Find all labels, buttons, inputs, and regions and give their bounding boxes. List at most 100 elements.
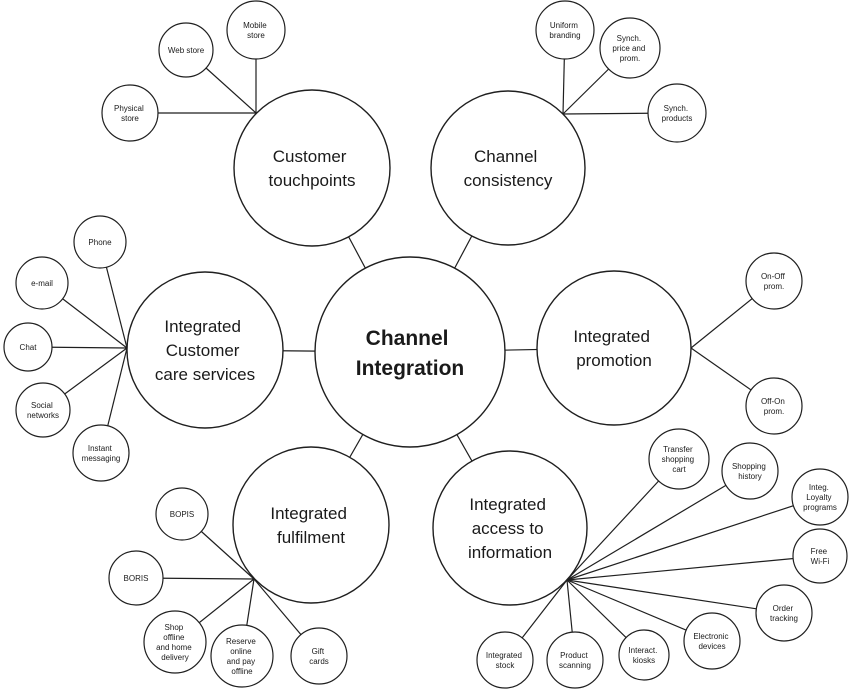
interact-kiosks-label: Interact. kiosks xyxy=(628,646,659,665)
chat-circle xyxy=(3,322,53,372)
node-shop-offline: Shop offline and home delivery xyxy=(143,610,207,674)
node-electronic-devices: Electronic devices xyxy=(683,612,741,670)
node-uniform-branding: Uniform branding xyxy=(535,0,595,60)
transfer-cart-label: Transfer shopping cart xyxy=(662,445,697,474)
leaf-nodes: Physical store Web store Mobile store Un… xyxy=(3,0,849,689)
off-on-prom-label: Off-On prom. xyxy=(761,397,787,416)
node-chat: Chat xyxy=(3,322,53,372)
node-integrated-access: Integrated access to information xyxy=(432,450,588,606)
channel-consistency-label: Channel consistency xyxy=(464,147,553,190)
integrated-stock-label: Integrated stock xyxy=(486,651,524,670)
node-gift-cards: Gift cards xyxy=(290,627,348,685)
shop-offline-circle xyxy=(143,610,207,674)
customer-touchpoints-label: Customer touchpoints xyxy=(269,147,356,190)
reserve-online-label: Reserve online and pay offline xyxy=(226,637,258,676)
node-order-tracking: Order tracking xyxy=(755,584,813,642)
on-off-prom-label: On-Off prom. xyxy=(761,272,787,291)
channel-consistency-circle xyxy=(430,90,586,246)
node-product-scanning: Product scanning xyxy=(546,631,604,689)
uniform-branding-circle xyxy=(535,0,595,60)
electronic-devices-label: Electronic devices xyxy=(693,632,730,651)
integrated-stock-circle xyxy=(476,631,534,689)
node-channel-integration: Channel Integration xyxy=(314,256,506,448)
bopis-label: BOPIS xyxy=(170,510,194,519)
interact-kiosks-circle xyxy=(618,629,670,681)
node-physical-store: Physical store xyxy=(101,84,159,142)
synch-products-circle xyxy=(647,83,707,143)
customer-touchpoints-circle xyxy=(233,89,391,247)
transfer-cart-circle xyxy=(648,428,710,490)
node-integrated-promotion: Integrated promotion xyxy=(536,270,692,426)
edge-integ-loyalty xyxy=(566,496,821,581)
chat-label: Chat xyxy=(20,343,38,352)
phone-circle xyxy=(73,215,127,269)
order-tracking-label: Order tracking xyxy=(770,604,798,623)
integ-loyalty-circle xyxy=(791,468,849,526)
edge-free-wifi xyxy=(566,555,821,581)
electronic-devices-circle xyxy=(683,612,741,670)
node-instant-messaging: Instant messaging xyxy=(72,424,130,482)
node-web-store: Web store xyxy=(158,22,214,78)
channel-integration-label: Channel Integration xyxy=(356,327,465,380)
gift-cards-label: Gift cards xyxy=(309,647,329,666)
product-scanning-label: Product scanning xyxy=(559,651,591,670)
satellite-nodes: Customer touchpoints Channel consistency… xyxy=(126,89,692,606)
node-off-on-prom: Off-On prom. xyxy=(745,377,803,435)
social-networks-label: Social networks xyxy=(27,401,59,420)
node-reserve-online: Reserve online and pay offline xyxy=(210,624,274,688)
integrated-access-label: Integrated access to information xyxy=(468,495,552,562)
mobile-store-circle xyxy=(226,0,286,60)
node-transfer-cart: Transfer shopping cart xyxy=(648,428,710,490)
edge-shopping-history xyxy=(566,470,751,581)
free-wifi-label: Free Wi-Fi xyxy=(811,547,830,566)
boris-label: BORIS xyxy=(124,574,149,583)
node-channel-consistency: Channel consistency xyxy=(430,90,586,246)
reserve-online-circle xyxy=(210,624,274,688)
node-integrated-fulfilment: Integrated fulfilment xyxy=(232,446,390,604)
on-off-prom-circle xyxy=(745,252,803,310)
node-integrated-customer-care: Integrated Customer care services xyxy=(126,271,284,429)
channel-integration-circle xyxy=(314,256,506,448)
bopis-circle xyxy=(155,487,209,541)
edge-order-tracking xyxy=(566,579,785,614)
shopping-history-circle xyxy=(721,442,779,500)
social-networks-circle xyxy=(15,382,71,438)
integrated-access-circle xyxy=(432,450,588,606)
node-shopping-history: Shopping history xyxy=(721,442,779,500)
email-circle xyxy=(15,256,69,310)
node-synch-price: Synch. price and prom. xyxy=(599,17,661,79)
node-social-networks: Social networks xyxy=(15,382,71,438)
node-synch-products: Synch. products xyxy=(647,83,707,143)
boris-circle xyxy=(108,550,164,606)
node-integrated-stock: Integrated stock xyxy=(476,631,534,689)
gift-cards-circle xyxy=(290,627,348,685)
integ-loyalty-label: Integ. Loyalty programs xyxy=(803,483,837,512)
integrated-customer-care-circle xyxy=(126,271,284,429)
synch-price-label: Synch. price and prom. xyxy=(612,34,647,63)
email-label: e-mail xyxy=(31,279,53,288)
synch-products-label: Synch. products xyxy=(662,104,693,123)
instant-messaging-label: Instant messaging xyxy=(82,444,121,463)
integrated-promotion-label: Integrated promotion xyxy=(573,327,654,370)
product-scanning-circle xyxy=(546,631,604,689)
off-on-prom-circle xyxy=(745,377,803,435)
integrated-fulfilment-circle xyxy=(232,446,390,604)
node-boris: BORIS xyxy=(108,550,164,606)
integrated-fulfilment-label: Integrated fulfilment xyxy=(270,504,351,547)
shopping-history-label: Shopping history xyxy=(732,462,768,481)
node-phone: Phone xyxy=(73,215,127,269)
node-free-wifi: Free Wi-Fi xyxy=(792,528,848,584)
integrated-customer-care-label: Integrated Customer care services xyxy=(155,317,255,384)
physical-store-circle xyxy=(101,84,159,142)
uniform-branding-label: Uniform branding xyxy=(549,21,580,40)
shop-offline-label: Shop offline and home delivery xyxy=(156,623,194,662)
web-store-circle xyxy=(158,22,214,78)
node-interact-kiosks: Interact. kiosks xyxy=(618,629,670,681)
web-store-label: Web store xyxy=(168,46,205,55)
physical-store-label: Physical store xyxy=(114,104,146,123)
node-on-off-prom: On-Off prom. xyxy=(745,252,803,310)
instant-messaging-circle xyxy=(72,424,130,482)
integrated-promotion-circle xyxy=(536,270,692,426)
